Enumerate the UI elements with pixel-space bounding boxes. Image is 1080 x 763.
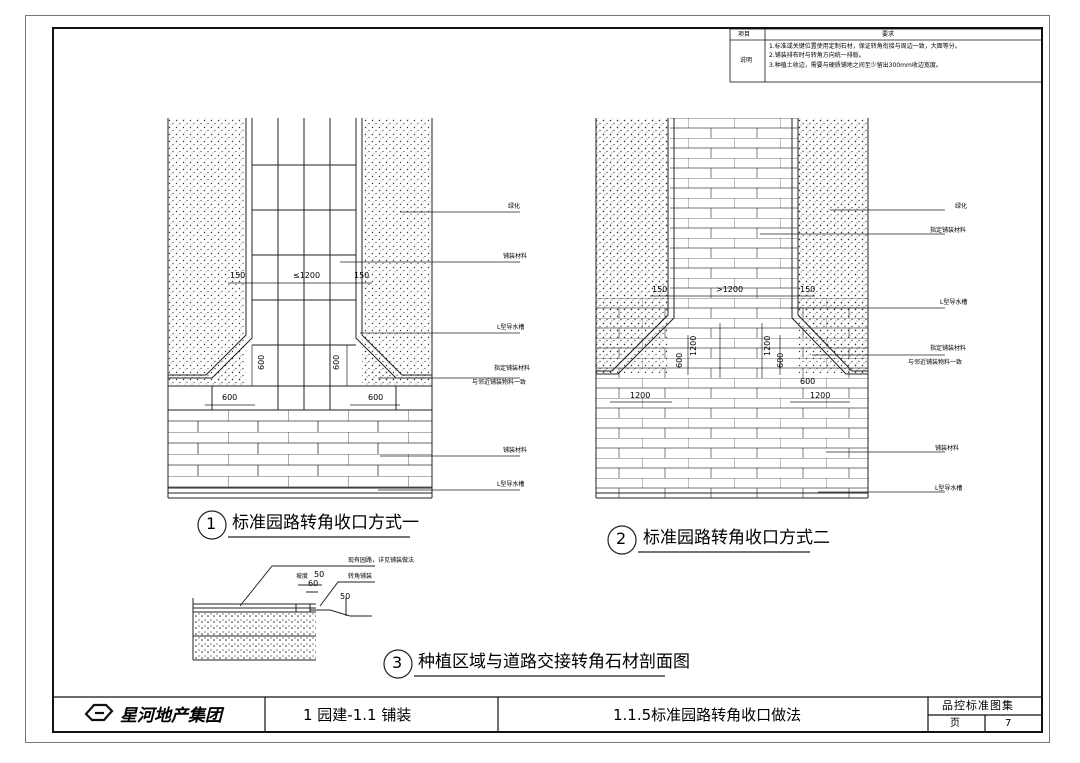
d1-label-special-note: 与邻近铺装物料一致 [472, 379, 527, 386]
d2-dim-600c: 600 [800, 377, 816, 386]
d3-caption: 种植区域与道路交接转角石材剖面图 [418, 652, 690, 672]
d2-dim-150b: 150 [800, 285, 816, 294]
page-label: 页 [950, 718, 960, 729]
company-logo-icon [84, 703, 114, 722]
d2-dim-1200: >1200 [716, 285, 744, 294]
req-header-item: 项目 [738, 31, 751, 38]
d1-dim-600a: 600 [222, 393, 238, 402]
d2-label-planting: 绿化 [955, 203, 968, 210]
d2-label-gutter2: L型导水槽 [935, 485, 963, 492]
d2-dim-600b: 600 [776, 352, 785, 368]
category-title: 1 园建-1.1 铺装 [303, 706, 412, 724]
d3-dim-50a: 50 [314, 570, 325, 579]
d1-caption: 标准园路转角收口方式一 [232, 513, 419, 533]
d1-dim-600d: 600 [332, 354, 341, 370]
d3-label-corner: 转角铺装 [348, 573, 373, 580]
d3-dim-60: 60 [308, 579, 319, 588]
d1-dim-150a: 150 [230, 271, 246, 280]
d1-caption-num: 1 [206, 514, 217, 533]
title-block [52, 696, 1043, 733]
d1-label-gutter2: L型导水槽 [497, 481, 525, 488]
d2-label-gutter: L型导水槽 [940, 299, 968, 306]
d2-dim-150a: 150 [652, 285, 668, 294]
d1-dim-1200: ≤1200 [293, 271, 321, 280]
caption3-circle [383, 649, 413, 679]
d1-label-gutter: L型导水槽 [497, 324, 525, 331]
caption2-circle [607, 525, 637, 555]
drawing-frame [52, 27, 1043, 733]
d3-dim-50b: 50 [340, 592, 351, 601]
d2-caption-num: 2 [616, 529, 627, 548]
req-line-1: 1.标准或关键位置使用定制石材，保证转角衔接与周边一致，大面等分。 [769, 43, 961, 50]
detail2-plan [595, 118, 945, 499]
d1-dim-600b: 600 [368, 393, 384, 402]
d2-caption: 标准园路转角收口方式二 [643, 528, 830, 548]
d1-label-paving: 铺装材料 [503, 253, 528, 260]
d1-label-special: 指定铺装材料 [494, 365, 531, 372]
req-row-item: 说明 [740, 57, 753, 64]
d2-dim-600a: 600 [675, 352, 684, 368]
d1-label-paving2: 铺装材料 [503, 447, 528, 454]
d3-label-slope: 坡度 [296, 573, 309, 580]
detail1-plan [167, 118, 520, 499]
d2-label-special-note: 与邻近铺装物料一致 [908, 359, 963, 366]
d2-label-special: 指定铺装材料 [930, 345, 967, 352]
caption1-circle [197, 510, 227, 540]
d2-label-paving: 指定铺装材料 [930, 227, 967, 234]
d3-caption-num: 3 [392, 653, 403, 672]
d3-label-top: 现有园路，详见铺装做法 [348, 557, 415, 564]
d2-label-paving2: 铺装材料 [935, 445, 960, 452]
req-line-3: 3.种植土收边，需要与硬质铺地之间至少留出300mm收边宽度。 [769, 61, 942, 69]
drawing-sheet [25, 15, 1050, 743]
atlas-name: 品控标准图集 [942, 699, 1014, 712]
d2-dim-1200b: 1200 [763, 335, 772, 356]
company-logo: 星河地产集团 [82, 701, 222, 726]
d1-dim-150b: 150 [354, 271, 370, 280]
d1-dim-600c: 600 [257, 354, 266, 370]
drawing-title: 1.1.5标准园路转角收口做法 [613, 706, 802, 724]
d1-label-planting: 绿化 [508, 203, 521, 210]
d2-dim-1200d: 1200 [810, 391, 831, 400]
d2-dim-1200a: 1200 [689, 335, 698, 356]
d2-dim-1200c: 1200 [630, 391, 651, 400]
detail3-section [192, 565, 375, 661]
company-name: 星河地产集团 [120, 706, 222, 726]
requirements-table [729, 28, 1043, 83]
req-lines: 1.标准或关键位置使用定制石材，保证转角衔接与周边一致，大面等分。 2.铺装排布… [769, 43, 1039, 69]
page-number: 7 [1005, 718, 1012, 729]
req-line-2: 2.铺装排布时与转角方向统一排版。 [769, 52, 865, 60]
req-header-req: 要求 [882, 31, 895, 38]
